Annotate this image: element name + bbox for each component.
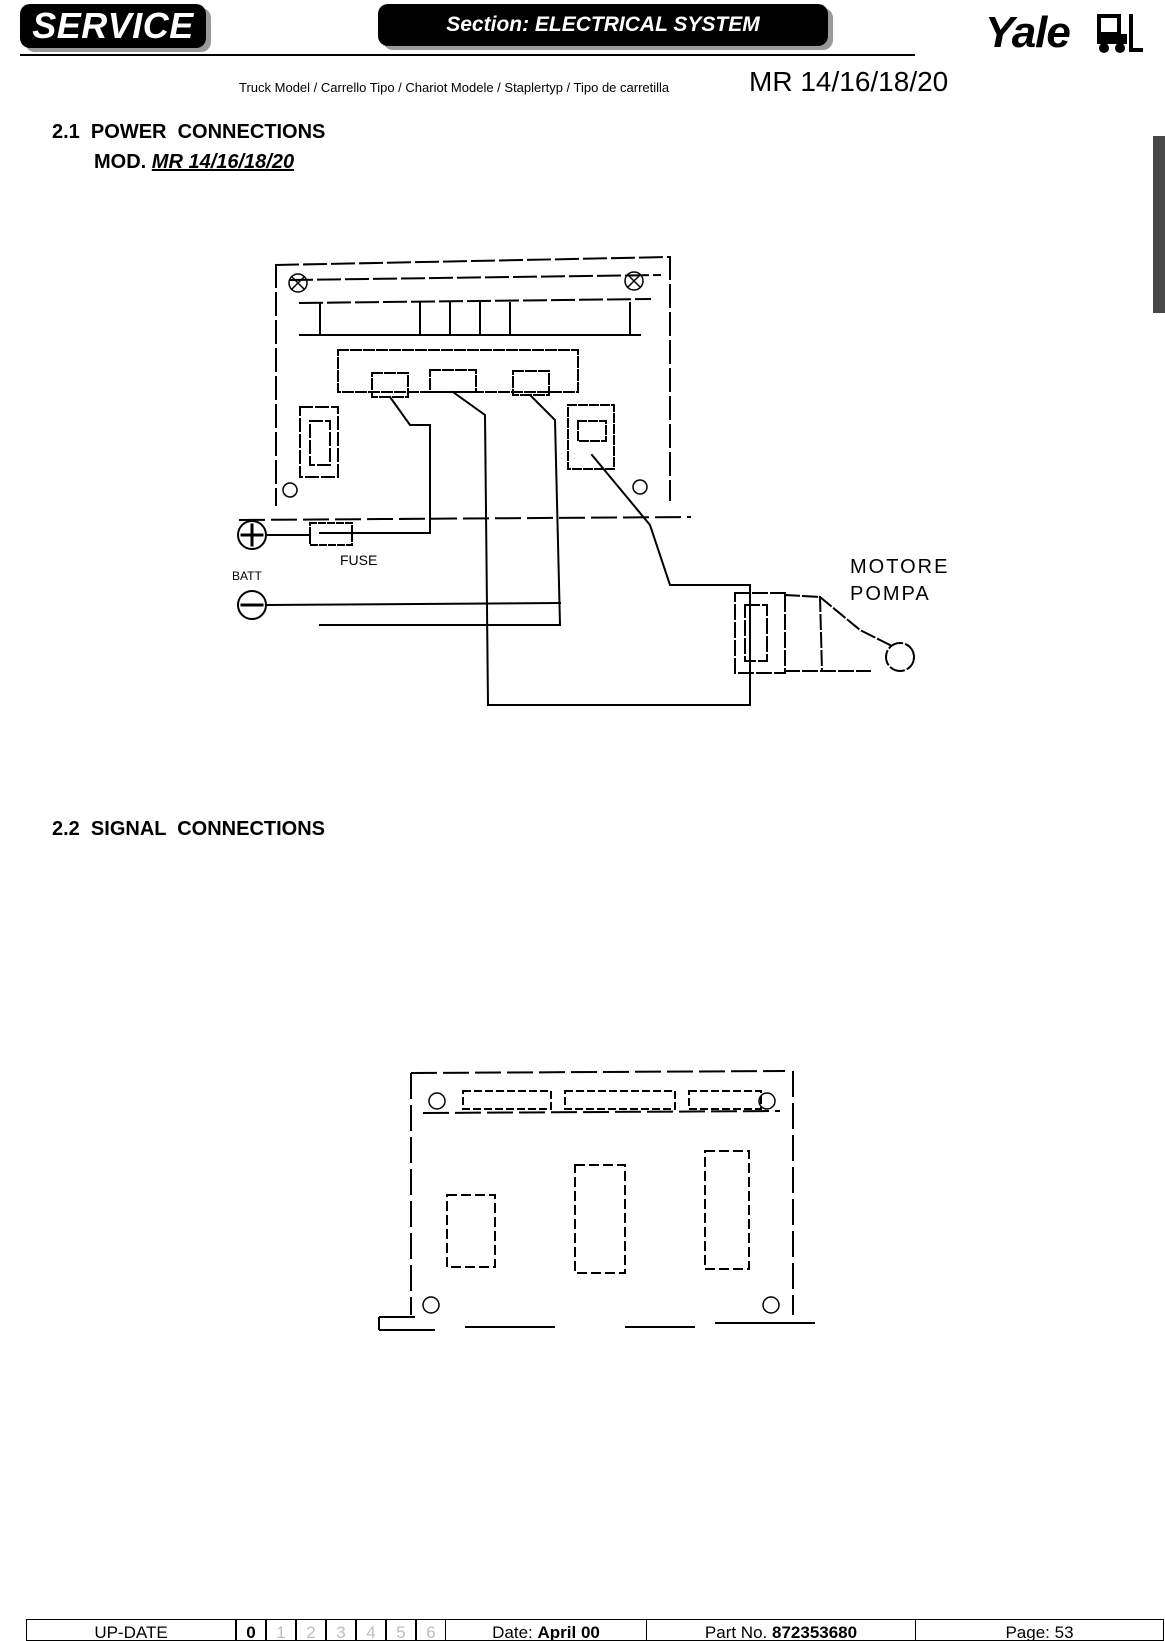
footer-revision: 6 — [416, 1620, 446, 1640]
footer-revision: 5 — [386, 1620, 416, 1640]
motor-label-line2: POMPA — [850, 583, 931, 605]
footer-revision: 3 — [326, 1620, 356, 1640]
truck-model-caption: Truck Model / Carrello Tipo / Chariot Mo… — [239, 80, 670, 95]
service-label: SERVICE — [32, 5, 194, 46]
controller-outline — [274, 255, 672, 506]
corner-screw-icon — [282, 271, 648, 498]
board-outline — [410, 1070, 794, 1315]
relay-block — [567, 404, 615, 470]
footer-page-number: Page: 53 — [1005, 1623, 1074, 1640]
yale-logo: Yale — [985, 6, 1145, 60]
controller-bus-bar — [299, 302, 641, 336]
footer-date: Date: April 00 — [446, 1620, 647, 1640]
footer-part-number: Part No. 872353680 — [647, 1620, 916, 1640]
header-rule — [20, 54, 915, 56]
footer-part-value: 872353680 — [772, 1623, 858, 1640]
footer-revision: 1 — [266, 1620, 296, 1640]
signal-connections-heading: 2.2 SIGNAL CONNECTIONS — [52, 818, 326, 840]
service-badge: SERVICE — [20, 4, 206, 48]
mod-label: MOD. — [94, 151, 147, 173]
power-connections-diagram: FUSE BATT MOTORE POMPA — [232, 255, 949, 706]
fuse-label: FUSE — [340, 552, 377, 568]
footer-date-label: Date: — [492, 1623, 533, 1640]
signal-connections-diagram — [378, 1070, 815, 1331]
footer-part-label: Part No. — [704, 1623, 768, 1640]
fuse-icon — [309, 522, 353, 546]
battery-label: BATT — [232, 569, 262, 583]
power-connections-heading: 2.1 POWER CONNECTIONS — [52, 121, 326, 143]
board-base — [378, 1316, 815, 1331]
power-wires — [319, 390, 751, 706]
footer-update-label: UP-DATE — [27, 1620, 236, 1640]
battery-positive-icon — [237, 520, 311, 550]
board-screw-icon — [422, 1092, 780, 1314]
footer-date-value: April 00 — [537, 1623, 600, 1640]
footer-revision: 2 — [296, 1620, 326, 1640]
footer-revision: 4 — [356, 1620, 386, 1640]
board-components — [446, 1150, 750, 1274]
forklift-icon — [1097, 14, 1143, 53]
power-connections-model: MOD. MR 14/16/18/20 — [94, 151, 294, 174]
connector-strip — [462, 1090, 762, 1110]
mod-value: MR 14/16/18/20 — [151, 151, 295, 173]
motor-label-line1: MOTORE — [850, 556, 949, 578]
battery-negative-icon — [237, 590, 562, 620]
left-capacitor — [299, 406, 339, 478]
logo-text: Yale — [985, 8, 1071, 57]
terminal-block — [337, 349, 579, 398]
footer-revision: 0 — [236, 1620, 266, 1640]
section-label: Section: ELECTRICAL SYSTEM — [446, 13, 760, 36]
section-badge: Section: ELECTRICAL SYSTEM — [378, 4, 828, 46]
page-footer: UP-DATE 0 1 2 3 4 5 6 Date: April 00 Par… — [26, 1619, 1164, 1641]
pump-motor-icon — [734, 592, 915, 674]
controller-bottom-edge — [238, 515, 692, 522]
page-edge-tab — [1153, 136, 1165, 313]
truck-model-value: MR 14/16/18/20 — [749, 66, 949, 97]
